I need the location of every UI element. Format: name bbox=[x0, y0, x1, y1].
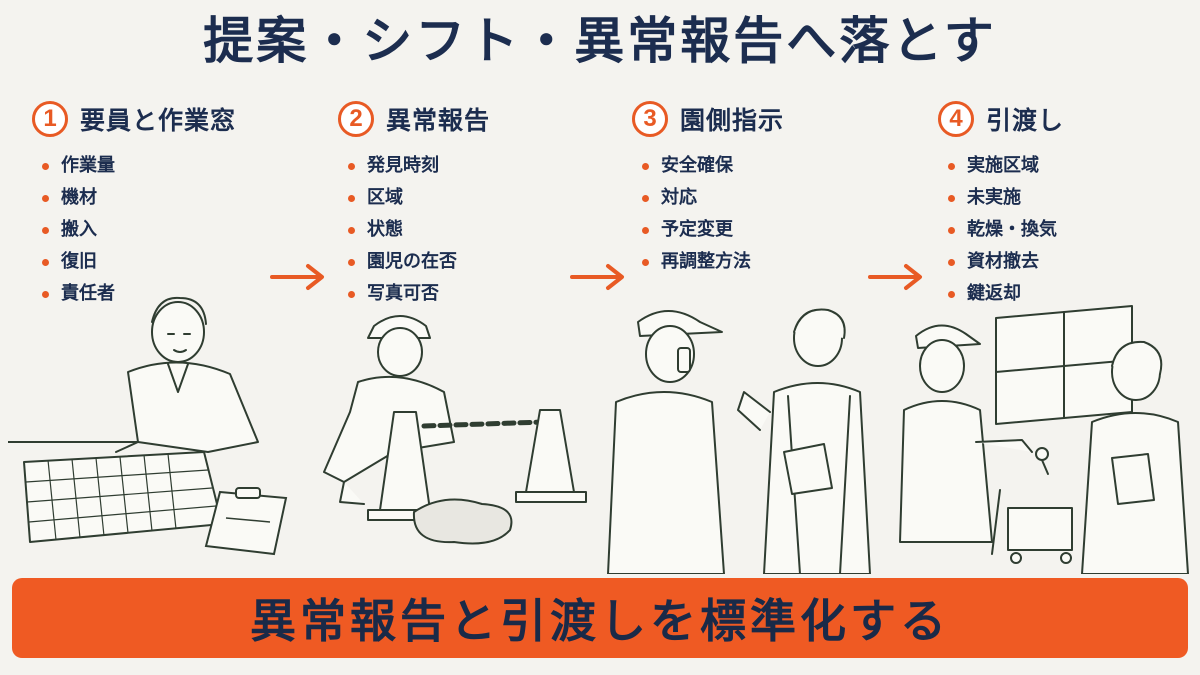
bullet-dot bbox=[948, 258, 955, 266]
list-item: 実施区域 bbox=[948, 150, 1198, 182]
list-item: 予定変更 bbox=[642, 214, 892, 246]
illustration-key-handover bbox=[899, 305, 1189, 574]
list-item: 園児の在否 bbox=[348, 246, 598, 278]
illustration-planning-worker bbox=[8, 296, 288, 556]
bullet-dot bbox=[42, 226, 49, 234]
list-item: 再調整方法 bbox=[642, 246, 892, 278]
list-item: 機材 bbox=[42, 182, 292, 214]
bullet-dot bbox=[42, 258, 49, 266]
bullet-dot bbox=[42, 194, 49, 202]
bullet-dot bbox=[642, 258, 649, 266]
arrow-right-icon bbox=[868, 264, 922, 290]
bullet-dot bbox=[948, 194, 955, 202]
list-item: 作業量 bbox=[42, 150, 292, 182]
bullet-dot bbox=[948, 290, 955, 298]
page-title: 提案・シフト・異常報告へ落とす bbox=[203, 12, 997, 70]
step-3-title: 園側指示 bbox=[680, 106, 785, 135]
step-1-title: 要員と作業窓 bbox=[80, 106, 237, 135]
list-item: 資材撤去 bbox=[948, 246, 1198, 278]
list-item: 発見時刻 bbox=[348, 150, 598, 182]
list-item: 安全確保 bbox=[642, 150, 892, 182]
arrow-right-icon bbox=[570, 264, 624, 290]
bullet-dot bbox=[642, 194, 649, 202]
bullet-dot bbox=[42, 162, 49, 170]
list-item: 復旧 bbox=[42, 246, 292, 278]
bullet-dot bbox=[948, 162, 955, 170]
summary-banner: 異常報告と引渡しを標準化する bbox=[12, 578, 1188, 658]
list-item: 写真可否 bbox=[348, 278, 598, 310]
bullet-dot bbox=[642, 226, 649, 234]
list-item: 未実施 bbox=[948, 182, 1198, 214]
bullet-dot bbox=[348, 162, 355, 170]
bullet-dot bbox=[348, 194, 355, 202]
step-3-header: 3 園側指示 bbox=[632, 96, 892, 142]
step-number-badge: 4 bbox=[938, 101, 974, 137]
step-1-list: 作業量 機材 搬入 復旧 責任者 bbox=[42, 150, 292, 310]
illustration-phone-consultation bbox=[607, 308, 871, 574]
step-4-header: 4 引渡し bbox=[938, 96, 1198, 142]
list-item: 対応 bbox=[642, 182, 892, 214]
step-1: 1 要員と作業窓 作業量 機材 搬入 復旧 責任者 bbox=[32, 96, 292, 310]
step-3: 3 園側指示 安全確保 対応 予定変更 再調整方法 bbox=[632, 96, 892, 278]
step-4: 4 引渡し 実施区域 未実施 乾燥・換気 資材撤去 鍵返却 bbox=[938, 96, 1198, 310]
step-2-header: 2 異常報告 bbox=[338, 96, 598, 142]
list-item: 状態 bbox=[348, 214, 598, 246]
step-3-list: 安全確保 対応 予定変更 再調整方法 bbox=[642, 150, 892, 278]
step-2: 2 異常報告 発見時刻 区域 状態 園児の在否 写真可否 bbox=[338, 96, 598, 310]
step-4-list: 実施区域 未実施 乾燥・換気 資材撤去 鍵返却 bbox=[948, 150, 1198, 310]
bullet-dot bbox=[42, 290, 49, 298]
list-item: 乾燥・換気 bbox=[948, 214, 1198, 246]
list-item: 鍵返却 bbox=[948, 278, 1198, 310]
bullet-dot bbox=[348, 290, 355, 298]
list-item: 区域 bbox=[348, 182, 598, 214]
illustration-incident-cones bbox=[323, 315, 587, 545]
arrow-right-icon bbox=[270, 264, 324, 290]
step-1-header: 1 要員と作業窓 bbox=[32, 96, 292, 142]
list-item: 搬入 bbox=[42, 214, 292, 246]
summary-banner-text: 異常報告と引渡しを標準化する bbox=[250, 594, 950, 648]
step-4-title: 引渡し bbox=[986, 106, 1065, 135]
bullet-dot bbox=[348, 258, 355, 266]
step-number-badge: 1 bbox=[32, 101, 68, 137]
step-2-list: 発見時刻 区域 状態 園児の在否 写真可否 bbox=[348, 150, 598, 310]
list-item: 責任者 bbox=[42, 278, 292, 310]
step-number-badge: 3 bbox=[632, 101, 668, 137]
bullet-dot bbox=[642, 162, 649, 170]
bullet-dot bbox=[348, 226, 355, 234]
step-number-badge: 2 bbox=[338, 101, 374, 137]
step-2-title: 異常報告 bbox=[386, 106, 491, 135]
bullet-dot bbox=[948, 226, 955, 234]
